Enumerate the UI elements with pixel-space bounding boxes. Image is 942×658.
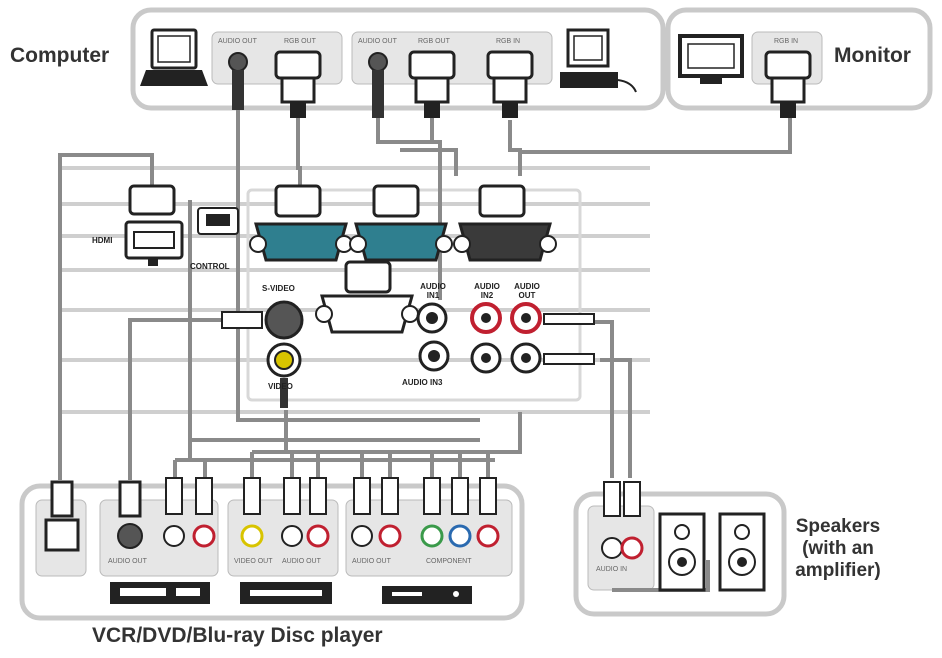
speakers-label: Speakers (with an amplifier): [778, 516, 898, 582]
audio-in1-label-b: IN1: [427, 291, 439, 300]
blu-ray-player-icon: [382, 586, 472, 604]
player1-audio-out-label: AUDIO OUT: [108, 558, 147, 565]
player2-video-out-label: VIDEO OUT: [234, 558, 273, 565]
audio-out-label-b: OUT: [519, 291, 536, 300]
computer2-rgb-in-label: RGB IN: [496, 38, 520, 45]
s-video-label: S-VIDEO: [262, 284, 295, 293]
players-label: VCR/DVD/Blu-ray Disc player: [92, 624, 383, 648]
speakers-label-line1: Speakers: [778, 516, 898, 538]
lan-port: [198, 208, 238, 234]
computer-rgb-out-label: RGB OUT: [284, 38, 316, 45]
hdmi-label: HDMI: [92, 236, 112, 245]
speaker-audio-in-label: AUDIO IN: [596, 566, 627, 573]
computer-audio-out-label: AUDIO OUT: [218, 38, 257, 45]
dvd-player-icon: [240, 582, 332, 604]
player3-component-label: COMPONENT: [426, 558, 472, 565]
monitor-icon: [680, 36, 742, 84]
monitor-out-port: [454, 186, 556, 260]
computer2-rgb-out-label: RGB OUT: [418, 38, 450, 45]
monitor-label: Monitor: [834, 44, 911, 68]
hdmi-port: [126, 186, 182, 266]
audio-in1-label-a: AUDIO: [420, 282, 446, 291]
speakers-label-line2: (with an: [778, 538, 898, 560]
rgb-in1-port: [250, 186, 352, 260]
computer-label: Computer: [10, 44, 109, 68]
control-port: [316, 262, 418, 332]
audio-out-port: [512, 304, 594, 372]
s-video-port: [222, 302, 302, 338]
speakers-label-line3: amplifier): [778, 560, 898, 582]
video-port: [268, 344, 300, 408]
audio-in2-label-a: AUDIO: [474, 282, 500, 291]
vcr-icon: [110, 582, 210, 604]
audio-in3-label: AUDIO IN3: [402, 378, 442, 387]
video-label: VIDEO: [268, 382, 293, 391]
audio-in2-port: [472, 304, 500, 372]
player3-audio-out-label: AUDIO OUT: [352, 558, 391, 565]
audio-in1-port: [418, 304, 448, 370]
monitor-rgb-in-label: RGB IN: [774, 38, 798, 45]
rgb-in2-port: [350, 186, 452, 260]
audio-in2-label-b: IN2: [481, 291, 493, 300]
player2-audio-out-label: AUDIO OUT: [282, 558, 321, 565]
control-label: CONTROL: [190, 262, 230, 271]
computer2-audio-out-label: AUDIO OUT: [358, 38, 397, 45]
audio-out-label-a: AUDIO: [514, 282, 540, 291]
